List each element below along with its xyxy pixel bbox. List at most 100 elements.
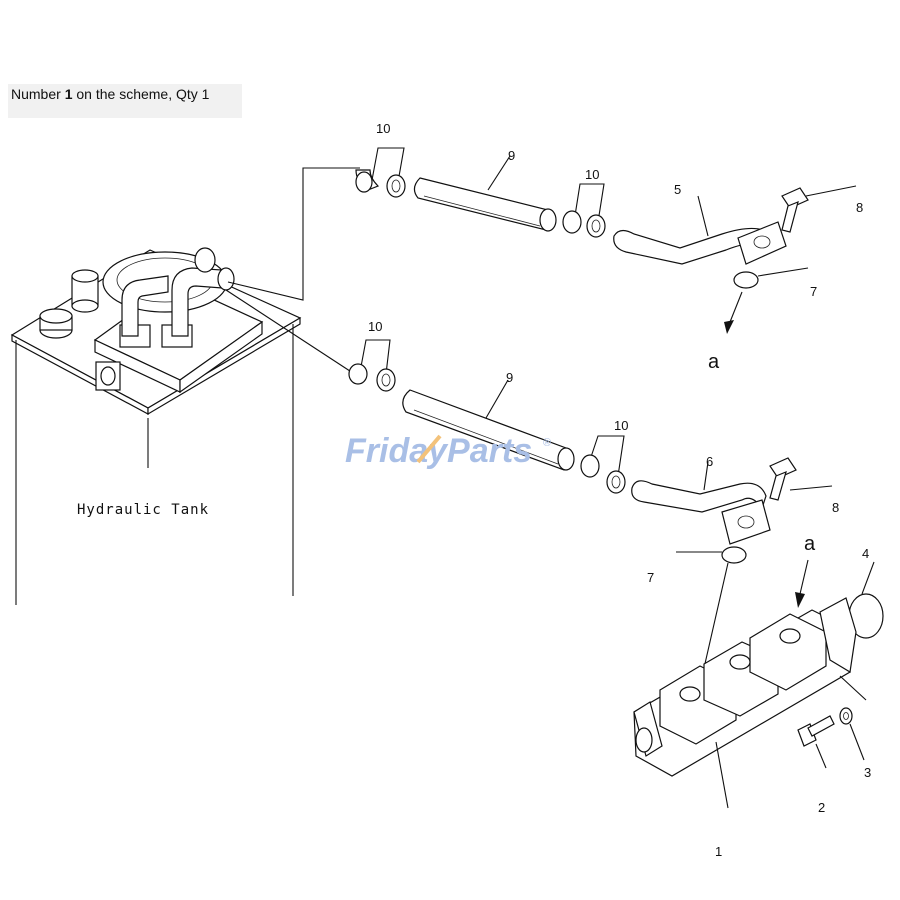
leader-tank-to-upper-clamp [227,167,360,301]
hose-clamp-mr-2-inner [611,475,621,489]
callout-10-bracket-tr [573,183,605,223]
watermark: FridayParts ® [345,432,551,470]
hose-clamp-mr-1 [580,454,600,478]
hose-9-middle-end [557,447,575,471]
tank-filler-cap-top [39,308,73,324]
hydraulic-pump [633,597,857,809]
bolt-8-mid [769,457,833,501]
callout-5: 5 [674,182,681,197]
bolt-8-upper [781,185,857,233]
middle-hose [402,379,575,471]
arrow-a-lower [795,559,809,608]
washer-3-hole [843,712,849,720]
pump-mount-flange [819,597,857,673]
callout-10-top-left: 10 [376,121,390,136]
callout-10-bracket-mr [589,435,625,477]
hose-9-middle-hatch [413,409,559,465]
hose-clamp-ur-1 [562,210,582,234]
caption-suffix: on the scheme, Qty 1 [72,86,210,102]
hose-9-upper [413,177,554,231]
mid-clamp-group-left [348,339,396,392]
callout-8-mid: 8 [832,500,839,515]
tank-plate-edge-right [147,316,301,416]
caption-bar: Number 1 on the scheme, Qty 1 [8,84,242,118]
callout-8-mid-leader [789,485,833,491]
tank-lifting-eye [194,247,216,273]
bolt-8-mid-shank [769,470,787,501]
pump-section-3 [749,613,827,691]
watermark-text: FridayParts [345,432,532,470]
callout-9-top-leader [487,155,511,191]
tube-6-flange-port [737,515,755,529]
caption-part-number: 1 [64,86,73,102]
upper-clamp-group-right [562,183,606,238]
arrow-a-lower-shaft [799,559,809,595]
hose-clamp-ml-2-inner [381,373,391,387]
tank-breather-top [71,269,99,283]
watermark-part2: Parts [447,432,532,470]
hydraulic-tank-label: Hydraulic Tank [77,502,209,518]
hose-clamp-ml-2 [376,368,396,392]
pump-port-2 [729,654,751,670]
tank-elbow-outlet [217,267,235,291]
arrow-a-upper [724,291,743,334]
pump-to-washer-leader [839,675,867,701]
upper-clamp-group-left [355,147,406,198]
upper-hose [413,155,557,232]
pump-end-port [635,727,653,753]
oring-7-upper-shape [733,271,759,289]
callout-7-top: 7 [810,284,817,299]
mid-clamp-group-right [580,435,626,494]
callout-2-leader [815,743,827,769]
oring-7-lower [676,546,747,669]
washer-3-shape [839,707,853,725]
hose-9-upper-end [539,208,557,232]
callout-10-mid-right: 10 [614,418,628,433]
hose-clamp-ur-2-inner [591,219,601,233]
tube-5-flange [737,221,787,265]
tube-5 [613,195,787,265]
bolt-8-mid-head [769,457,797,479]
pump-port-1 [679,686,701,702]
callout-6: 6 [706,454,713,469]
hose-clamp-ur-2 [586,214,606,238]
callout-9-top: 9 [508,148,515,163]
callout-8-top-leader [805,185,857,197]
oring-7-upper [733,267,809,289]
hose-clamp-ml-1 [348,363,368,385]
tank-filter-base-front [179,320,263,394]
callout-5-leader [697,195,709,237]
oring-7-to-pump-leader [703,562,729,669]
callout-3: 3 [864,765,871,780]
callout-10-top-right: 10 [585,167,599,182]
watermark-registered: ® [543,437,551,449]
tank-sight-glass [100,366,116,386]
arrow-a-upper-head [724,320,734,334]
tube-6 [631,461,771,545]
callout-3-leader [849,723,865,761]
hose-9-upper-hatch [423,195,541,227]
bolt-8-upper-shank [781,200,799,233]
tank-breather-base [71,299,99,313]
hose-clamp-ul-2-inner [391,179,401,193]
leader-tank-to-lower-hose [225,289,357,376]
bolt-2-shank [807,715,835,737]
tube-6-body [631,480,767,513]
tube-6-flange [721,499,771,545]
callout-7-low: 7 [647,570,654,585]
view-a-label-top: a [708,351,720,373]
callout-6-leader [703,461,709,491]
callout-2: 2 [818,800,825,815]
view-a-label-low: a [804,533,816,555]
hydraulic-tank [10,247,302,605]
bolt-8-upper-head [781,187,809,209]
bolt-2 [797,715,835,769]
callout-8-top: 8 [856,200,863,215]
part-caption: Number 1 on the scheme, Qty 1 [11,86,209,102]
hose-clamp-ul-2 [386,174,406,198]
watermark-part1: Friday [345,432,449,470]
tube-5-flange-port [753,235,771,249]
callout-10-mid-left: 10 [368,319,382,334]
caption-prefix: Number [11,86,65,102]
callout-4-leader [861,561,875,595]
